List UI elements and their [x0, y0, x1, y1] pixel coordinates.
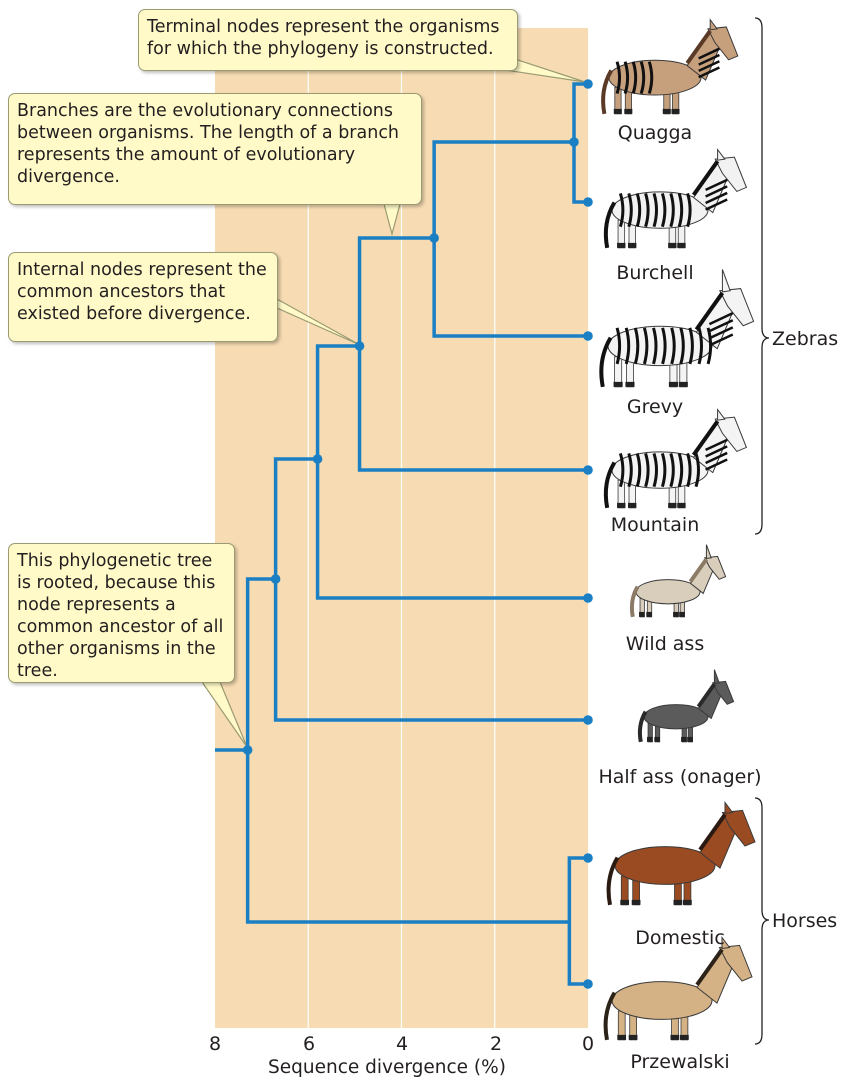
terminal-node — [583, 715, 593, 725]
grevy-zebra-icon — [601, 269, 753, 386]
axis-tick-6: 6 — [294, 1033, 324, 1055]
axis-tick-8: 8 — [200, 1033, 230, 1055]
zebras-bracket — [755, 18, 769, 534]
domestic-horse-icon — [609, 803, 755, 905]
internal-node — [243, 745, 253, 755]
taxon-label-mountain: Mountain — [600, 514, 710, 536]
axis-tick-4: 4 — [387, 1033, 417, 1055]
terminal-node — [583, 197, 593, 207]
x-axis-title: Sequence divergence (%) — [268, 1057, 506, 1078]
terminal-node — [583, 331, 593, 341]
taxon-label-grevy: Grevy — [600, 396, 710, 418]
group-label-horses: Horses — [772, 910, 837, 932]
taxon-label-half-ass: Half ass (onager) — [580, 766, 780, 788]
terminal-node — [583, 593, 593, 603]
internal-node — [569, 137, 579, 147]
mountain-zebra-icon — [606, 410, 747, 508]
horses-bracket — [755, 798, 769, 1044]
axis-tick-2: 2 — [481, 1033, 511, 1055]
internal-node — [355, 341, 365, 351]
wild-ass-icon — [632, 545, 726, 617]
terminal-node — [583, 979, 593, 989]
internal-node — [271, 574, 281, 584]
taxon-label-wild-ass: Wild ass — [610, 633, 720, 655]
axis-tick-0: 0 — [573, 1033, 603, 1055]
callout-branches: Branches are the evolutionary connection… — [8, 93, 422, 205]
taxon-label-burchell: Burchell — [600, 262, 710, 284]
taxon-label-quagga: Quagga — [600, 122, 710, 144]
callout-rooted: This phylogenetic tree is rooted, becaus… — [8, 543, 235, 683]
group-label-zebras: Zebras — [772, 328, 838, 350]
taxon-label-domestic: Domestic — [625, 927, 735, 949]
przewalski-horse-icon — [606, 938, 752, 1040]
internal-node — [429, 233, 439, 243]
callout-internal-nodes: Internal nodes represent the common ance… — [8, 252, 278, 342]
taxon-label-przewalski: Przewalski — [620, 1051, 740, 1073]
burchell-zebra-icon — [606, 150, 747, 248]
onager-icon — [640, 670, 734, 742]
callout-terminal-nodes: Terminal nodes represent the organisms f… — [138, 9, 518, 71]
quagga-icon — [603, 20, 738, 114]
terminal-node — [583, 79, 593, 89]
terminal-node — [583, 465, 593, 475]
terminal-node — [583, 853, 593, 863]
internal-node — [313, 454, 323, 464]
